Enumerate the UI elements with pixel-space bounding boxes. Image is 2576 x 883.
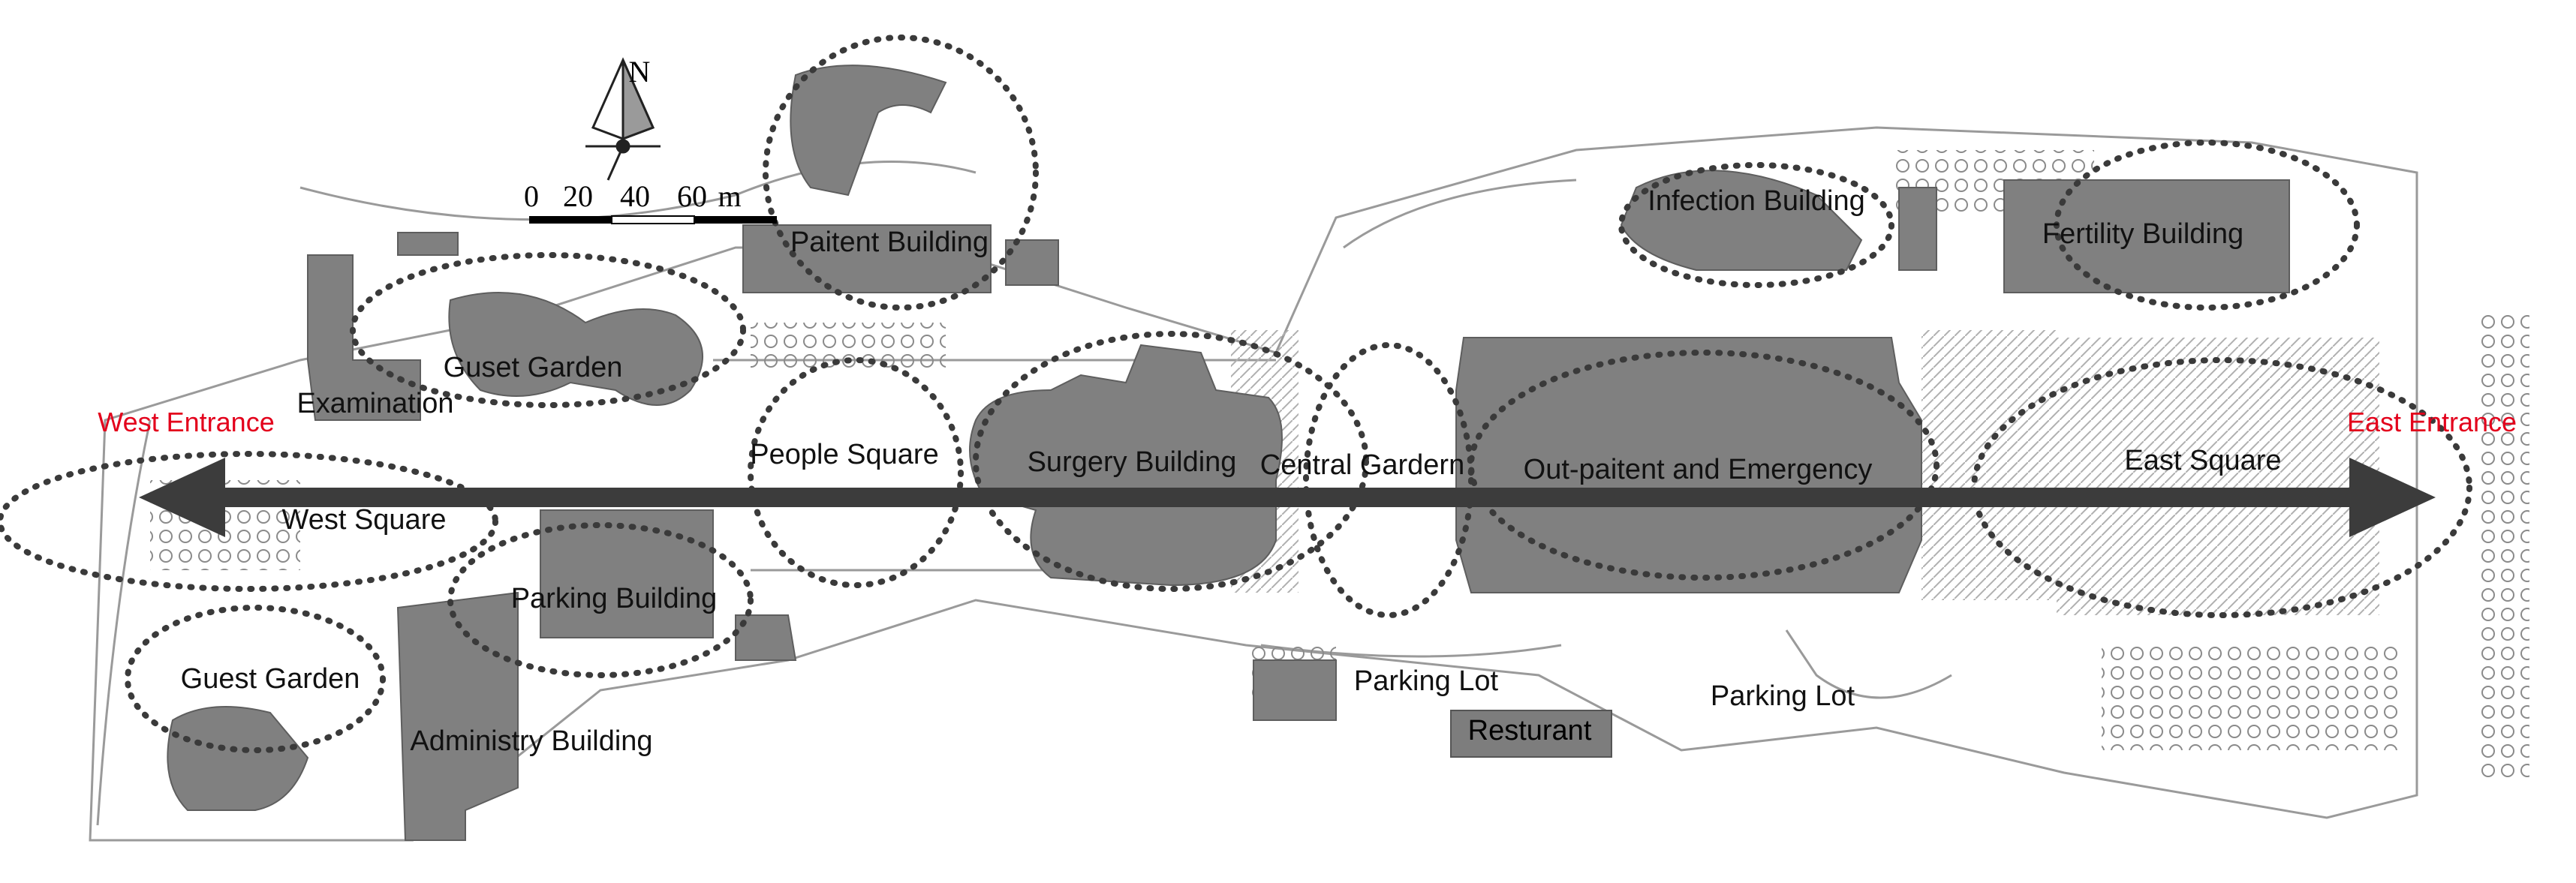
administry-building-label: Administry Building bbox=[410, 725, 653, 757]
buildings bbox=[167, 65, 2290, 841]
surgery-building-label: Surgery Building bbox=[1027, 446, 1237, 478]
scale-tick-60: 60 bbox=[677, 179, 707, 213]
examination-label: Examination bbox=[296, 388, 454, 419]
guset-garden-label: Guset Garden bbox=[443, 352, 623, 383]
scale-tick-40: 40 bbox=[620, 179, 650, 213]
central-garden-label: Central Gardern bbox=[1259, 449, 1465, 481]
resturant-building bbox=[1450, 710, 1612, 758]
infection-building bbox=[1620, 170, 1863, 271]
scale-tick-20: 20 bbox=[563, 179, 593, 213]
parking-building-label: Parking Building bbox=[510, 583, 718, 614]
resturant-label: Resturant bbox=[1467, 715, 1592, 746]
paitent-building-top bbox=[790, 65, 947, 197]
north-label: N bbox=[628, 55, 651, 89]
administry-building bbox=[396, 591, 519, 841]
paitent-building-label: Paitent Building bbox=[790, 227, 989, 258]
outpatient-emergency-building bbox=[1455, 337, 1922, 593]
scale-unit: m bbox=[718, 179, 742, 213]
parking-building bbox=[540, 509, 714, 638]
guest-garden-label: Guest Garden bbox=[180, 663, 360, 695]
outpatient-emergency-label: Out-paitent and Emergency bbox=[1523, 454, 1873, 485]
paitent-building bbox=[742, 224, 992, 293]
east-square-label: East Square bbox=[2124, 445, 2282, 476]
fertility-building-label: Fertility Building bbox=[2042, 218, 2244, 250]
main-axis-arrow bbox=[139, 458, 2436, 537]
fertility-building bbox=[2003, 179, 2290, 293]
parking-lot-label-2: Parking Lot bbox=[1710, 680, 1855, 712]
compass-icon bbox=[585, 57, 661, 181]
activity-zones bbox=[0, 35, 2472, 753]
examination-building bbox=[307, 254, 421, 421]
scale-bar-graphic bbox=[529, 215, 777, 224]
west-square-label: West Square bbox=[281, 504, 447, 536]
west-entrance-label: West Entrance bbox=[98, 407, 275, 437]
scale-tick-0: 0 bbox=[524, 179, 539, 213]
infection-building-label: Infection Building bbox=[1648, 185, 1865, 217]
people-square-label: People Square bbox=[750, 439, 939, 470]
parking-lot-label-1: Parking Lot bbox=[1353, 665, 1499, 697]
east-entrance-label: East Entrance bbox=[2346, 407, 2517, 437]
